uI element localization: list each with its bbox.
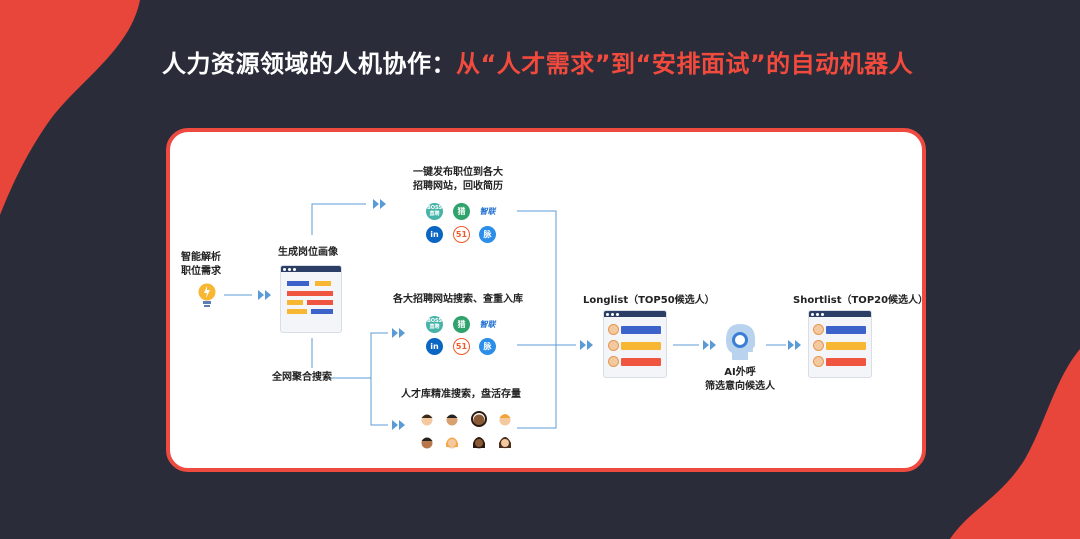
profile-window-icon (280, 265, 342, 333)
corner-blob-bottom-right (950, 349, 1080, 539)
linkedin-logo: in (426, 338, 443, 355)
ai-call-label: AI外呼 筛选意向候选人 (705, 367, 775, 392)
longlist-label: Longlist（TOP50候选人） (583, 295, 715, 306)
diagram-card (166, 128, 926, 472)
linkedin-logo: in (426, 226, 443, 243)
zhilian-logo: 智联 (479, 320, 496, 329)
longlist-window-icon (603, 310, 667, 378)
publish-branch-label: 一键发布职位到各大 招聘网站，回收简历 (413, 167, 503, 192)
title-prefix: 人力资源领域的人机协作： (162, 50, 456, 78)
liepin-logo: 猎 (453, 203, 470, 220)
title-highlight: 从“人才需求”到“安排面试”的自动机器人 (456, 50, 914, 78)
liepin-logo: 猎 (453, 316, 470, 333)
ai-robot-icon (726, 324, 755, 360)
sites-branch-label: 各大招聘网站搜索、查重入库 (393, 294, 523, 305)
parse-requirements-label: 智能解析 职位需求 (181, 252, 221, 277)
job-profile-label: 生成岗位画像 (278, 247, 338, 258)
job51-logo: 51 (453, 338, 470, 355)
maimai-logo: 脉 (479, 226, 496, 243)
zhilian-logo: 智联 (479, 207, 496, 216)
aggregate-search-label: 全网聚合搜索 (272, 372, 332, 383)
lightbulb-icon (198, 283, 216, 307)
shortlist-label: Shortlist（TOP20候选人） (793, 295, 929, 306)
maimai-logo: 脉 (479, 338, 496, 355)
job51-logo: 51 (453, 226, 470, 243)
page-title: 人力资源领域的人机协作：从“人才需求”到“安排面试”的自动机器人 (162, 44, 913, 79)
corner-blob-top-left (0, 0, 140, 215)
talentpool-branch-label: 人才库精准搜索，盘活存量 (401, 389, 521, 400)
talent-avatars (421, 411, 511, 449)
shortlist-window-icon (808, 310, 872, 378)
